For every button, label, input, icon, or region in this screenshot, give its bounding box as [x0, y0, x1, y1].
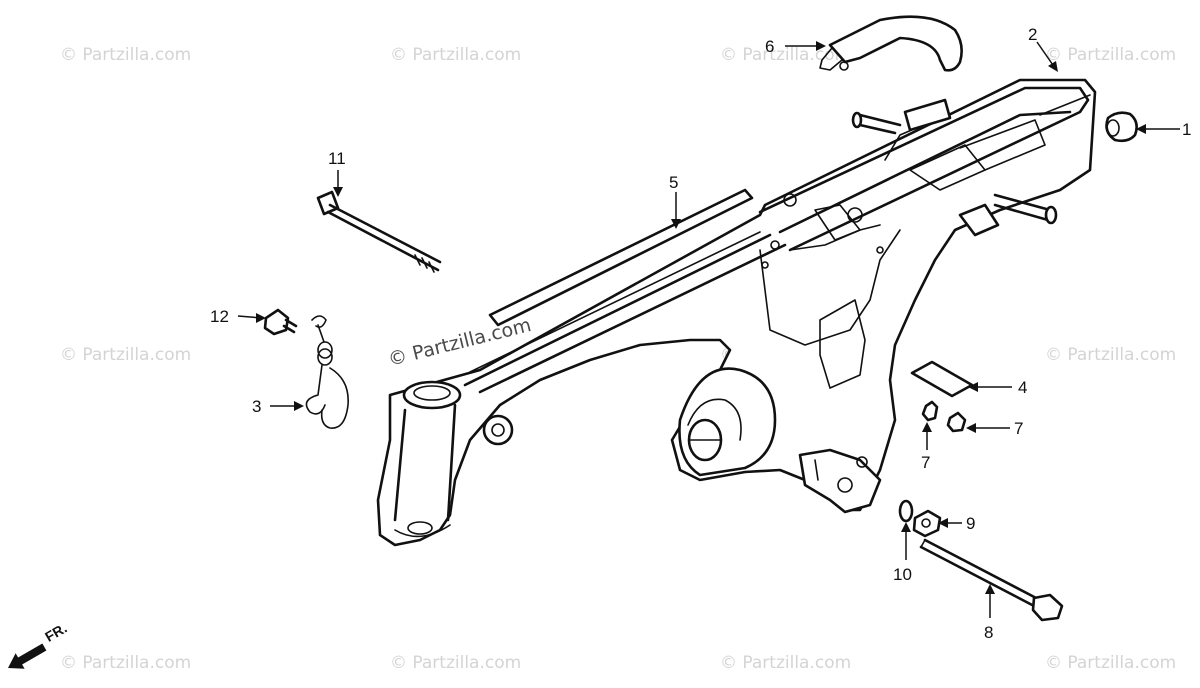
callout-6[interactable]: 6: [765, 37, 774, 56]
watermark-tile: © Partzilla.com: [1045, 45, 1176, 65]
callout-4[interactable]: 4: [1018, 378, 1027, 397]
watermark-tile: © Partzilla.com: [720, 45, 851, 65]
callout-labels: 1 2 3 4 5 6 7 7 8 9 10 11 12: [210, 25, 1191, 642]
watermark-tile: © Partzilla.com: [390, 45, 521, 65]
callout-12[interactable]: 12: [210, 307, 229, 326]
callout-11[interactable]: 11: [328, 149, 346, 168]
watermark-tile: © Partzilla.com: [720, 653, 851, 673]
watermark-tile: © Partzilla.com: [390, 653, 521, 673]
main-frame: [376, 78, 1097, 547]
callout-7-right[interactable]: 7: [1014, 419, 1023, 438]
callout-5[interactable]: 5: [669, 173, 678, 192]
part-1-bushing: [1105, 111, 1138, 143]
callout-3[interactable]: 3: [252, 397, 261, 416]
front-arrow-icon: [8, 643, 47, 669]
callout-7-lower[interactable]: 7: [921, 453, 930, 472]
callout-2[interactable]: 2: [1028, 25, 1037, 44]
part-6-grab-handle: [819, 15, 963, 72]
watermark-tile: © Partzilla.com: [1045, 345, 1176, 365]
watermark-tile: © Partzilla.com: [1045, 653, 1176, 673]
part-9-nut: [912, 509, 942, 538]
callout-9[interactable]: 9: [966, 514, 975, 533]
leader-lines: [237, 41, 1180, 618]
part-8-bolt: [919, 538, 1064, 622]
part-11-bolt: [316, 190, 442, 273]
callout-10[interactable]: 10: [893, 565, 912, 584]
callout-8[interactable]: 8: [984, 623, 993, 642]
watermark-tile: © Partzilla.com: [60, 45, 191, 65]
watermark-tile: © Partzilla.com: [60, 653, 191, 673]
callout-1[interactable]: 1: [1182, 120, 1191, 139]
watermark-layer: © Partzilla.com © Partzilla.com © Partzi…: [60, 45, 1176, 673]
part-3-spring: [305, 315, 349, 429]
part-4-plate: [910, 360, 974, 398]
part-10-washer: [898, 499, 914, 523]
part-12-flange-bolt: [263, 308, 298, 336]
watermark-tile: © Partzilla.com: [60, 345, 191, 365]
part-7-bolts: [921, 400, 967, 433]
front-direction-label: FR.: [42, 620, 70, 645]
